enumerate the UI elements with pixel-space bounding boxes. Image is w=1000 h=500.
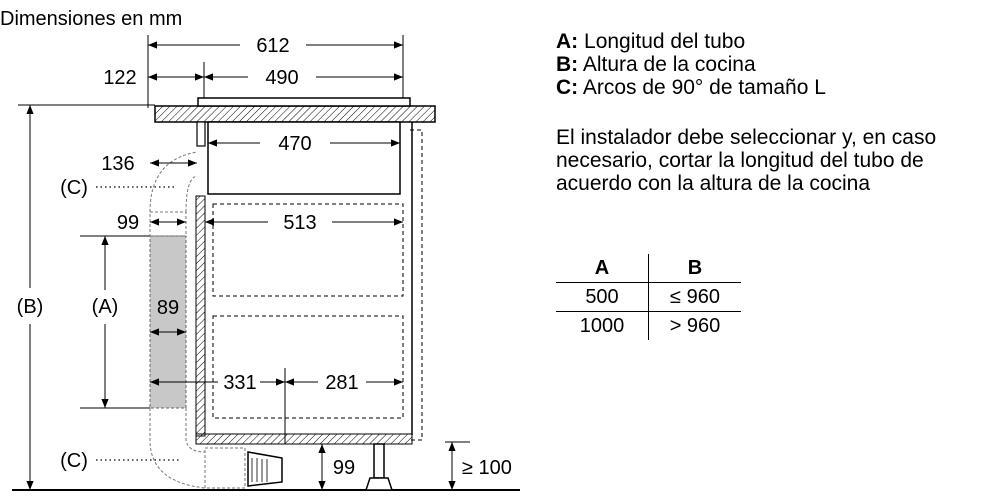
recirculation-module [247, 451, 283, 487]
callout-c-bottom: (C) [60, 450, 88, 472]
dim-490: 490 [265, 67, 298, 89]
callout-b: (B) [17, 296, 44, 318]
legend-item-b: B: Altura de la cocina [556, 53, 756, 76]
upper-bend [149, 151, 198, 213]
legend-item-a: A: Longitud del tubo [556, 30, 746, 53]
worktop [154, 105, 436, 123]
drawers [212, 129, 423, 441]
dim-281: 281 [325, 372, 358, 394]
dim-612: 612 [256, 35, 289, 57]
dim-100: ≥ 100 [462, 457, 512, 479]
dim-99-lower: 99 [333, 457, 355, 479]
upper-bend-box [149, 211, 187, 237]
table-header-b: B [648, 254, 741, 283]
cabinet-side-panel [195, 195, 206, 437]
dim-122: 122 [103, 67, 136, 89]
dim-99-upper: 99 [117, 212, 139, 234]
lower-duct [204, 447, 246, 489]
dim-470: 470 [278, 133, 311, 155]
installer-note: El instalador debe seleccionar y, en cas… [556, 126, 937, 195]
table-row: 1000 > 960 [556, 311, 741, 340]
cooktop-body [207, 121, 401, 195]
dim-136: 136 [101, 153, 134, 175]
callout-c-top: (C) [60, 177, 88, 199]
callout-a: (A) [92, 296, 119, 318]
table-header-a: A [556, 254, 649, 283]
length-table: A B 500 ≤ 960 1000 > 960 [556, 254, 741, 340]
duct-outlet [196, 121, 206, 147]
lower-bend [149, 408, 206, 489]
cabinet-bottom [195, 433, 413, 445]
callout-leaders [96, 186, 180, 461]
dim-89: 89 [157, 297, 179, 319]
diagram-title: Dimensiones en mm [0, 8, 182, 30]
dim-513: 513 [283, 212, 316, 234]
legend: A: Longitud del tubo B: Altura de la coc… [556, 30, 826, 99]
table-row: 500 ≤ 960 [556, 282, 741, 312]
cabinet-foot [373, 443, 385, 479]
legend-item-c: C: Arcos de 90° de tamaño L [556, 76, 826, 99]
cooktop-glass [197, 97, 411, 107]
dimension-arrows [26, 41, 456, 490]
dim-331: 331 [223, 372, 256, 394]
